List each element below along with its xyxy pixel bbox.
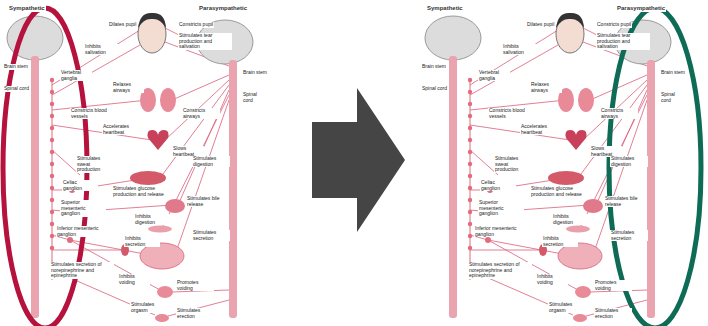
effect-label: Relaxes airways xyxy=(112,82,144,93)
effect-label: Inhibits secretion xyxy=(124,236,160,247)
effect-label: Stimulates secretion xyxy=(192,230,230,241)
left-panel xyxy=(7,13,253,322)
effect-label: Brain stem xyxy=(660,70,686,76)
effect-label: Inhibits digestion xyxy=(134,214,172,225)
effect-label: Stimulates secretion of norepinephrine a… xyxy=(468,262,532,279)
effect-label: Inferior mesenteric ganglion xyxy=(56,226,102,237)
effect-label: Inhibits voiding xyxy=(118,274,150,285)
effect-label: Stimulates secretion of norepinephrine a… xyxy=(50,262,114,279)
effect-label: Constricts pupil xyxy=(596,22,632,28)
effect-label: Constricts blood vessels xyxy=(488,108,528,119)
effect-label: Stimulates erection xyxy=(176,308,214,319)
effect-label: Stimulates glucose production and releas… xyxy=(530,186,592,197)
effect-label: Constricts pupil xyxy=(178,22,214,28)
effect-label: Stimulates orgasm xyxy=(548,302,584,313)
effect-label: Stimulates tear production and salivatio… xyxy=(178,33,232,50)
effect-label: Inhibits secretion xyxy=(542,236,578,247)
effect-label: Inhibits digestion xyxy=(552,214,590,225)
effect-label: Stimulates digestion xyxy=(610,156,648,167)
effect-label: Spinal cord xyxy=(3,86,30,92)
effect-label: Brain stem xyxy=(421,64,447,70)
effect-label: Constricts airways xyxy=(600,108,638,119)
transition-arrow xyxy=(312,88,405,232)
effect-label: Stimulates sweat production xyxy=(76,156,114,173)
effect-label: Vertebral ganglia xyxy=(478,70,510,81)
effect-label: Promotes voiding xyxy=(176,280,214,291)
effect-label: Celiac ganglion xyxy=(62,180,98,191)
right-panel xyxy=(425,13,671,322)
effect-label: Spinal cord xyxy=(242,92,268,103)
effect-label: Stimulates tear production and salivatio… xyxy=(596,33,650,50)
effect-label: Stimulates bile release xyxy=(186,196,224,207)
effect-label: Constricts blood vessels xyxy=(70,108,110,119)
highlight-ellipse xyxy=(609,8,701,326)
effect-label: Constricts airways xyxy=(182,108,220,119)
effect-label: Superior mesenteric ganglion xyxy=(60,200,106,217)
effect-label: Stimulates sweat production xyxy=(494,156,532,173)
effect-label: Celiac ganglion xyxy=(480,180,516,191)
effect-label: Inhibits salivation xyxy=(84,44,118,55)
panel-heading: Sympathetic xyxy=(426,5,464,12)
effect-label: Inhibits voiding xyxy=(536,274,568,285)
effect-label: Stimulates erection xyxy=(594,308,632,319)
effect-label: Brain stem xyxy=(242,70,268,76)
panel-heading: Parasympathetic xyxy=(616,5,666,12)
effect-label: Accelerates heartbeat xyxy=(102,124,142,135)
effect-label: Dilates pupil xyxy=(108,22,137,28)
effect-label: Brain stem xyxy=(3,64,29,70)
panel-heading: Sympathetic xyxy=(8,5,46,12)
effect-label: Stimulates digestion xyxy=(192,156,230,167)
effect-label: Stimulates secretion xyxy=(610,230,648,241)
effect-label: Stimulates orgasm xyxy=(130,302,166,313)
effect-label: Spinal cord xyxy=(421,86,448,92)
effect-label: Stimulates bile release xyxy=(604,196,642,207)
effect-label: Relaxes airways xyxy=(530,82,562,93)
effect-label: Vertebral ganglia xyxy=(60,70,92,81)
effect-label: Superior mesenteric ganglion xyxy=(478,200,524,217)
effect-label: Spinal cord xyxy=(660,92,686,103)
effect-label: Accelerates heartbeat xyxy=(520,124,560,135)
effect-label: Promotes voiding xyxy=(594,280,632,291)
panel-heading: Parasympathetic xyxy=(198,5,248,12)
effect-label: Inhibits salivation xyxy=(502,44,536,55)
effect-label: Inferior mesenteric ganglion xyxy=(474,226,520,237)
effect-label: Dilates pupil xyxy=(526,22,555,28)
effect-label: Stimulates glucose production and releas… xyxy=(112,186,174,197)
